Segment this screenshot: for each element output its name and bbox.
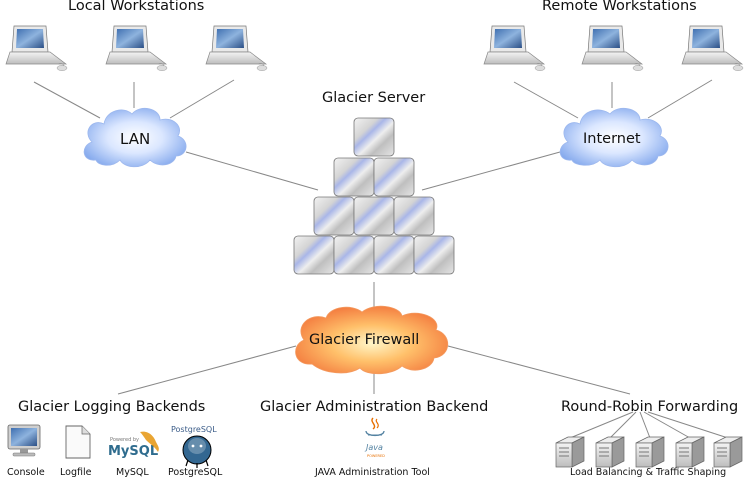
java-tool-label: JAVA Administration Tool	[315, 467, 430, 478]
logging-backends-title: Glacier Logging Backends	[18, 399, 206, 415]
server-tower-icon	[675, 436, 705, 468]
lan-cloud-icon	[83, 107, 187, 168]
remote-laptop-icon	[581, 25, 644, 72]
connection-lines	[33, 79, 729, 439]
lan-label: LAN	[120, 130, 151, 148]
firewall-cloud-icon	[295, 305, 449, 375]
svg-text:Powered by: Powered by	[110, 437, 139, 443]
svg-text:POWERED: POWERED	[367, 454, 385, 458]
logfile-label: Logfile	[60, 467, 92, 478]
glacier-server-icon	[293, 117, 455, 275]
mysql-logo-icon: Powered by MySQL	[108, 431, 159, 459]
firewall-label: Glacier Firewall	[309, 332, 420, 348]
administration-backend-title: Glacier Administration Backend	[260, 399, 489, 415]
local-laptop-icon	[205, 25, 268, 72]
postgresql-label: PostgreSQL	[168, 467, 223, 478]
glacier-server-title: Glacier Server	[322, 90, 426, 106]
load-balancing-label: Load Balancing & Traffic Shaping	[570, 467, 727, 478]
console-monitor-icon	[7, 424, 41, 457]
local-laptop-icon	[105, 25, 168, 72]
remote-laptop-icon	[483, 25, 546, 72]
postgresql-logo-icon: PostgreSQL	[171, 425, 217, 468]
server-tower-icon	[635, 436, 665, 468]
java-logo-icon: Java POWERED	[364, 417, 385, 458]
server-tower-icon	[595, 436, 625, 468]
internet-cloud-icon	[559, 107, 669, 168]
round-robin-title: Round-Robin Forwarding	[561, 399, 739, 415]
remote-workstations-title: Remote Workstations	[542, 0, 697, 14]
logfile-document-icon	[65, 425, 91, 459]
mysql-label: MySQL	[116, 467, 149, 478]
local-laptop-icon	[5, 25, 68, 72]
java-logo-text: Java	[364, 443, 383, 452]
internet-label: Internet	[583, 131, 641, 147]
postgres-logo-text: PostgreSQL	[171, 425, 217, 434]
remote-laptop-icon	[681, 25, 744, 72]
mysql-logo-text: MySQL	[108, 444, 158, 459]
server-tower-icon	[555, 436, 585, 468]
server-tower-icon	[713, 436, 743, 468]
local-workstations-title: Local Workstations	[68, 0, 205, 14]
console-label: Console	[7, 467, 45, 478]
